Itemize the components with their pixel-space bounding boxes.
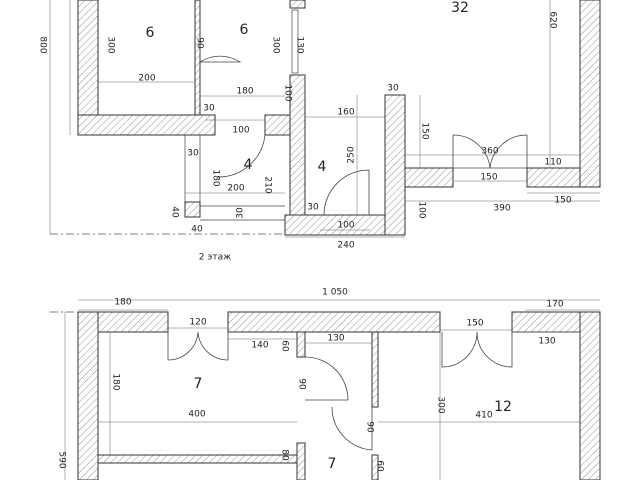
dimension-label: 160 <box>337 108 354 118</box>
dimension-label: 30 <box>187 149 199 159</box>
dimension-label: 90 <box>297 378 307 390</box>
dimension-label: 300 <box>106 36 116 53</box>
top-plan-lines <box>49 0 600 238</box>
room-area-label: 4 <box>318 159 327 175</box>
dimension-label: 400 <box>188 410 205 420</box>
dimension-label: 90 <box>365 421 375 433</box>
dimension-label: 390 <box>493 204 510 214</box>
bottom-plan-lines <box>50 299 600 480</box>
dimension-label: 150 <box>466 319 483 329</box>
room-area-label: 6 <box>240 22 249 38</box>
dimension-label: 200 <box>227 184 244 194</box>
dimension-label: 100 <box>232 126 249 136</box>
dimension-label: 80 <box>280 449 290 461</box>
dimension-label: 620 <box>548 11 558 28</box>
dimension-label: 120 <box>189 318 206 328</box>
dimension-label: 240 <box>337 241 354 251</box>
dimension-label: 100 <box>337 221 354 231</box>
dimension-label: 300 <box>271 36 281 53</box>
dimension-label: 140 <box>251 341 268 351</box>
dimension-label: 130 <box>295 36 305 53</box>
dimension-label: 30 <box>387 84 399 94</box>
dimension-label: 590 <box>57 451 67 468</box>
dimension-label: 130 <box>327 334 344 344</box>
room-area-label: 12 <box>494 399 512 415</box>
bottom-plan-walls <box>77 311 601 480</box>
top-plan-walls <box>77 0 601 236</box>
dimension-label: 250 <box>347 146 357 163</box>
room-area-label: 6 <box>146 25 155 41</box>
dimension-label: 30 <box>203 104 215 114</box>
dimension-label: 150 <box>480 173 497 183</box>
plan-labels: 800 300 90 300 130 200 180 100 30 100 30 180 210 200 4… <box>38 0 572 472</box>
dimension-label: 30 <box>307 203 319 213</box>
dimension-label: 150 <box>420 122 430 139</box>
top-plan-doors <box>199 25 528 216</box>
dimension-label: 300 <box>436 396 446 413</box>
dimension-label: 110 <box>544 158 561 168</box>
room-area-label: 7 <box>328 456 337 472</box>
dimension-label: 180 <box>111 373 121 390</box>
dimension-label: 100 <box>283 84 293 101</box>
room-area-label: 7 <box>194 376 203 392</box>
dimension-label: 410 <box>475 411 492 421</box>
dimension-label: 180 <box>211 169 221 186</box>
dimension-label: 60 <box>375 460 385 472</box>
dimension-label: 210 <box>263 176 273 193</box>
room-area-label: 4 <box>244 157 253 173</box>
dimension-label: 60 <box>280 340 290 352</box>
dimension-label: 200 <box>138 74 155 84</box>
dimension-label: 100 <box>417 201 427 218</box>
dimension-label: 90 <box>195 37 205 49</box>
dimension-label: 800 <box>38 36 48 53</box>
dimension-label: 130 <box>538 337 555 347</box>
room-area-label: 32 <box>451 0 469 16</box>
dimension-label: 150 <box>554 196 571 206</box>
floor-label: 2 этаж <box>199 253 231 263</box>
dimension-label: 40 <box>170 206 180 218</box>
dimension-label: 40 <box>191 225 203 235</box>
dimension-label: 170 <box>546 300 563 310</box>
dimension-label: 180 <box>114 298 131 308</box>
dimension-label: 180 <box>236 87 253 97</box>
dimension-label: 360 <box>481 147 498 157</box>
bottom-plan-doors <box>167 331 513 451</box>
dimension-label: 30 <box>236 207 246 219</box>
dimension-label: 1 050 <box>322 288 348 298</box>
